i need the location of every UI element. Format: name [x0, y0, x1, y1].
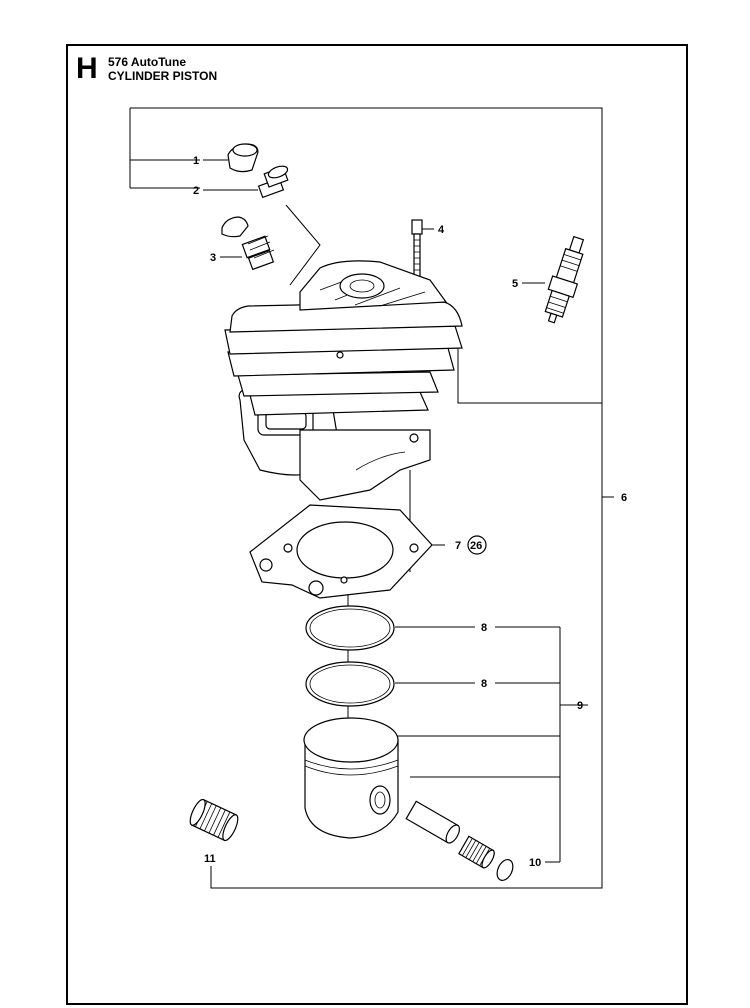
callout-5: 5 [512, 278, 518, 290]
callout-7: 7 [455, 540, 461, 552]
piston-ring-lower [305, 661, 395, 707]
callout-3: 3 [210, 252, 216, 264]
callout-1: 1 [193, 155, 199, 167]
model-name: 576 AutoTune [108, 55, 187, 69]
needle-bearing-part-11 [189, 798, 239, 842]
plug-part-1 [227, 143, 259, 173]
circlip-part-10 [496, 859, 514, 881]
valve-part-3 [221, 216, 275, 271]
callout-8-upper: 8 [481, 622, 487, 634]
diagram-frame [66, 44, 688, 1005]
section-letter: H [76, 52, 98, 85]
callout-6: 6 [621, 492, 627, 504]
piston-ring-upper [305, 605, 395, 651]
cylinder [224, 260, 463, 501]
piston [303, 717, 399, 839]
callout-10: 10 [529, 857, 541, 869]
group-bracket-9 [395, 626, 588, 863]
callout-11: 11 [204, 853, 216, 865]
callout-7-reference: 26 [470, 540, 482, 552]
reference-circle [467, 535, 487, 555]
callout-4: 4 [438, 224, 445, 236]
callout-8-lower: 8 [481, 678, 487, 690]
diagram-title: CYLINDER PISTON [108, 69, 218, 83]
gasket-part-7 [249, 504, 433, 599]
valve-part-2 [257, 165, 289, 199]
callout-9: 9 [577, 700, 583, 712]
callout-2: 2 [193, 185, 199, 197]
spark-plug-part-5 [544, 235, 585, 324]
screw-part-4 [411, 219, 423, 281]
needle-bearing-small-end [458, 835, 495, 869]
piston-pin [405, 800, 460, 844]
group-bracket-6 [129, 107, 614, 889]
